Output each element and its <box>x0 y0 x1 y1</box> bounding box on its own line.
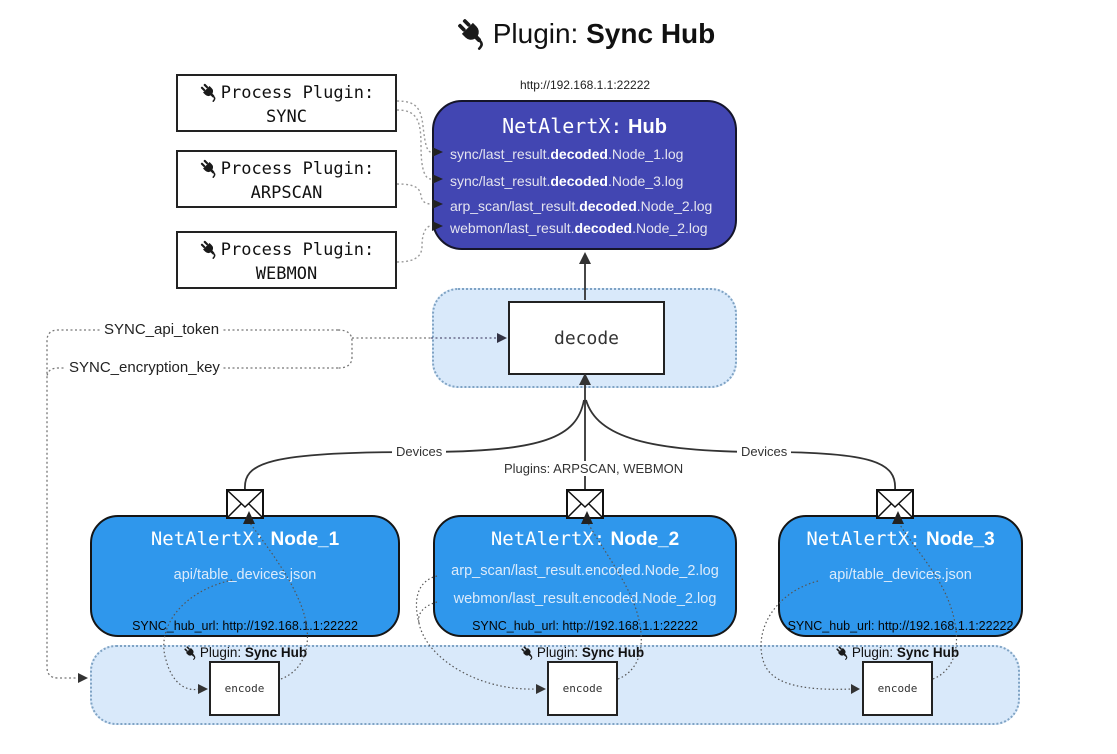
node-2: NetAlertX: Node_2 arp_scan/last_result.e… <box>433 515 737 637</box>
process-plugin-title: Process Plugin: <box>178 82 395 103</box>
node-title: NetAlertX: Node_1 <box>92 528 398 551</box>
hub-log-post: .Node_3.log <box>607 173 684 189</box>
node-name-prefix: NetAlertX: <box>150 528 266 550</box>
encode-label-prefix: Plugin: <box>851 645 894 660</box>
node-name-bold: Node_1 <box>270 529 340 550</box>
encode-box-2: encode <box>547 661 618 716</box>
node-name-bold: Node_2 <box>610 529 680 550</box>
process-plugin-title: Process Plugin: <box>178 158 395 179</box>
encode-box-1: encode <box>209 661 280 716</box>
plug-icon <box>455 16 489 50</box>
encode-box-3: encode <box>862 661 933 716</box>
process-plugin-title: Process Plugin: <box>178 239 395 260</box>
hub-url-label: http://192.168.1.1:22222 <box>519 78 651 92</box>
node-title: NetAlertX: Node_2 <box>435 528 735 551</box>
hub-log-post: .Node_2.log <box>632 220 708 236</box>
hub-log-entry: arp_scan/last_result.decoded.Node_2.log <box>450 198 712 214</box>
process-plugin-name: ARPSCAN <box>250 183 323 203</box>
plug-icon <box>199 82 219 102</box>
node-file: api/table_devices.json <box>829 567 972 583</box>
process-plugin-sync: Process Plugin: SYNC <box>176 74 397 132</box>
process-plugin-title-text: Process Plugin: <box>220 240 375 260</box>
hub-name-prefix: NetAlertX: <box>502 114 623 138</box>
hub-node-title: NetAlertX: Hub <box>434 114 735 139</box>
encode-label-bold: Sync Hub <box>896 645 960 660</box>
plug-icon <box>199 158 219 178</box>
node-name-prefix: NetAlertX: <box>806 528 921 550</box>
sync-api-token-label: SYNC_api_token <box>101 321 223 338</box>
hub-log-bold: decoded <box>579 198 637 214</box>
page-title: Plugin: Sync Hub <box>410 16 760 50</box>
hub-log-entry: sync/last_result.decoded.Node_3.log <box>450 173 683 189</box>
node-name-bold: Node_3 <box>926 529 995 550</box>
device-sync-curves <box>244 398 896 491</box>
node-hub-url: SYNC_hub_url: http://192.168.1.1:22222 <box>132 619 358 633</box>
process-plugin-name: WEBMON <box>255 264 318 284</box>
encode-label-prefix: Plugin: <box>536 645 579 660</box>
edge-label-devices-right: Devices <box>737 444 792 459</box>
hub-log-pre: webmon/last_result. <box>450 220 575 236</box>
envelope-icon <box>566 489 604 519</box>
envelope-icon <box>876 489 914 519</box>
encode-section-label: Plugin: Sync Hub <box>497 645 667 660</box>
process-plugin-title-text: Process Plugin: <box>220 159 375 179</box>
plug-icon <box>183 645 198 660</box>
hub-log-pre: sync/last_result. <box>450 173 551 189</box>
page-title-prefix: Plugin: <box>492 18 579 49</box>
node-hub-url: SYNC_hub_url: http://192.168.1.1:22222 <box>787 619 1014 633</box>
process-plugin-title-text: Process Plugin: <box>220 83 375 103</box>
envelope-icon <box>226 489 264 519</box>
hub-node: NetAlertX: Hub sync/last_result.decoded.… <box>432 100 737 250</box>
encode-section-label: Plugin: Sync Hub <box>812 645 982 660</box>
node-file: api/table_devices.json <box>173 567 317 583</box>
hub-log-pre: sync/last_result. <box>450 146 551 162</box>
sync-encryption-key-label: SYNC_encryption_key <box>66 359 223 376</box>
encode-label-prefix: Plugin: <box>199 645 242 660</box>
node-3: NetAlertX: Node_3 api/table_devices.json… <box>778 515 1023 637</box>
hub-log-entry: sync/last_result.decoded.Node_1.log <box>450 146 683 162</box>
node-name-prefix: NetAlertX: <box>490 528 606 550</box>
hub-log-bold: decoded <box>550 146 608 162</box>
node-title: NetAlertX: Node_3 <box>780 528 1021 551</box>
page-title-bold: Sync Hub <box>586 18 716 49</box>
plugin-to-hub-connectors <box>396 100 432 263</box>
hub-log-bold: decoded <box>550 173 608 189</box>
process-plugin-webmon: Process Plugin: WEBMON <box>176 231 397 289</box>
plug-icon <box>520 645 535 660</box>
node-hub-url: SYNC_hub_url: http://192.168.1.1:22222 <box>472 619 698 633</box>
plug-icon <box>199 239 219 259</box>
process-plugin-arpscan: Process Plugin: ARPSCAN <box>176 150 397 208</box>
edge-label-plugins: Plugins: ARPSCAN, WEBMON <box>500 461 688 476</box>
hub-name-bold: Hub <box>628 116 667 138</box>
hub-log-entry: webmon/last_result.decoded.Node_2.log <box>450 220 708 236</box>
encode-label-bold: Sync Hub <box>581 645 645 660</box>
encode-label-bold: Sync Hub <box>244 645 308 660</box>
hub-log-pre: arp_scan/last_result. <box>450 198 580 214</box>
encode-section-label: Plugin: Sync Hub <box>160 645 330 660</box>
edge-label-devices-left: Devices <box>392 444 447 459</box>
hub-log-bold: decoded <box>574 220 633 236</box>
node-file: arp_scan/last_result.encoded.Node_2.log <box>451 563 719 579</box>
arrowhead-into-encode-panel <box>78 673 88 683</box>
decode-box: decode <box>508 301 665 375</box>
node-file: webmon/last_result.encoded.Node_2.log <box>453 591 717 607</box>
node-1: NetAlertX: Node_1 api/table_devices.json… <box>90 515 400 637</box>
hub-log-post: .Node_2.log <box>636 198 713 214</box>
hub-log-post: .Node_1.log <box>607 146 684 162</box>
process-plugin-name: SYNC <box>266 107 307 127</box>
plug-icon <box>835 645 850 660</box>
